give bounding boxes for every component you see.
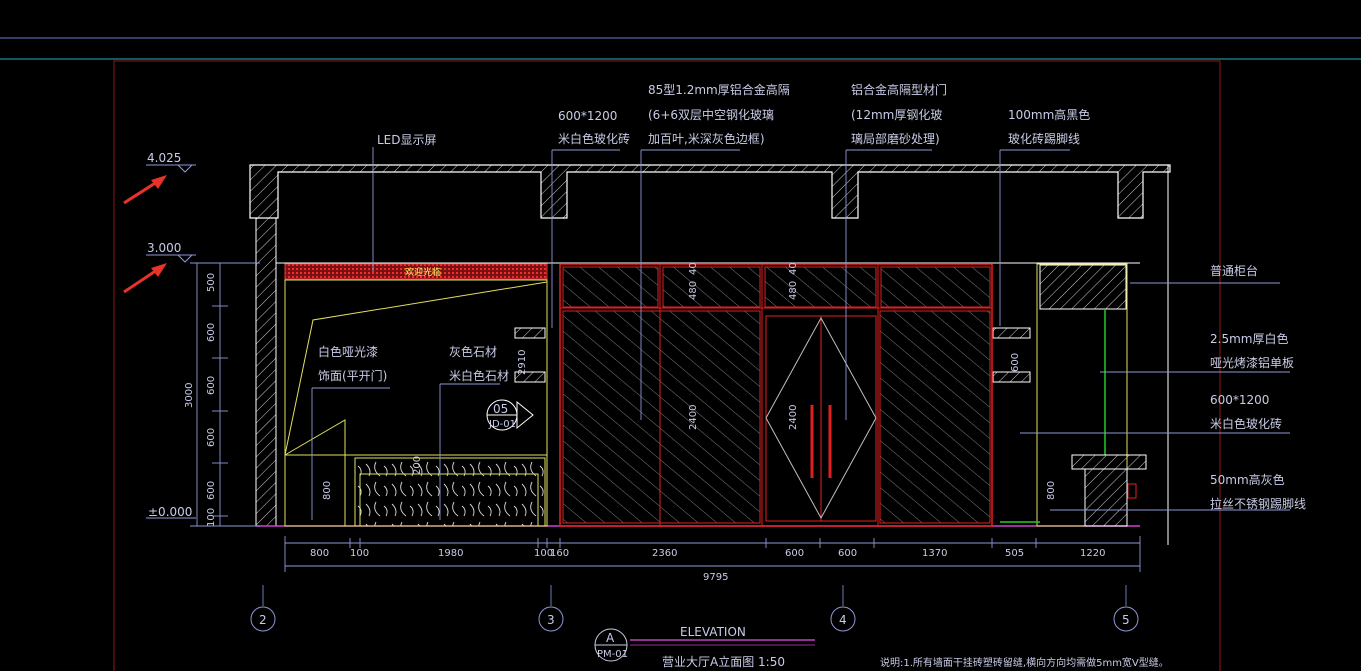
label-door-1: 铝合金高隔型材门: [851, 82, 947, 97]
label-tile-size-right: 600*1200: [1210, 393, 1269, 407]
level-marker-mid: 3.000: [146, 241, 196, 263]
dim-bottom-8: 1370: [922, 548, 947, 559]
section-number: 05: [493, 402, 508, 416]
dim-bottom-6: 600: [785, 548, 804, 559]
label-skirting-2: 玻化砖踢脚线: [1008, 131, 1080, 146]
title-symbol-code: PM-01: [597, 649, 628, 660]
window-guides: [0, 37, 1361, 60]
grid-axis-markers: 2 3 4 5: [250, 606, 1139, 632]
level-mid-label: 3.000: [147, 241, 181, 255]
label-skirting-right-2: 拉丝不锈钢踢脚线: [1210, 496, 1306, 511]
grid-axis-lines: [262, 585, 1127, 606]
label-led: LED显示屏: [377, 133, 437, 147]
dim-40a: 40: [688, 262, 699, 275]
dim-2910: 2910: [517, 350, 528, 375]
dim-left-1: 600: [206, 323, 217, 342]
dim-total: 9795: [703, 572, 728, 583]
arrow-icon: [123, 175, 167, 205]
label-tile-size: 600*1200: [558, 109, 617, 123]
dim-bottom-9: 505: [1005, 548, 1024, 559]
dim-200: 200: [412, 456, 423, 475]
label-stone-2: 米白色石材: [449, 368, 509, 383]
bracket-block: [514, 371, 546, 383]
label-tile-material-right: 米白色玻化砖: [1210, 416, 1282, 431]
drawing-frame: [113, 60, 1221, 671]
axis-label-2: 2: [259, 613, 267, 627]
left-dimension-chain: [190, 262, 260, 527]
dim-left-5: 100: [206, 508, 217, 527]
dim-bottom-4: 160: [550, 548, 569, 559]
paint-wall: [284, 279, 548, 527]
arrow-icon: [123, 263, 167, 294]
title-block: A PM-01 ELEVATION 营业大厅A立面图 1:50 说明:1.所有墙…: [594, 625, 1169, 669]
label-partition-2: (6+6双层中空钢化玻璃: [648, 107, 774, 122]
reception-counter: [354, 457, 546, 527]
label-partition-1: 85型1.2mm厚铝合金高隔: [648, 82, 790, 97]
label-panel-2: 哑光烤漆铝单板: [1210, 355, 1294, 370]
bottom-dimension-labels: 800 100 1980 100 160 2360 600 600 1370 5…: [310, 548, 1105, 583]
level-base-label: ±0.000: [148, 505, 192, 519]
led-screen: 欢迎光临: [284, 263, 548, 280]
axis-label-5: 5: [1122, 613, 1130, 627]
dim-800a: 800: [322, 481, 333, 500]
title-name: 营业大厅A立面图 1:50: [662, 654, 785, 669]
right-cabinet: [1000, 263, 1147, 527]
label-paint-1: 白色哑光漆: [318, 344, 378, 359]
label-stone-1: 灰色石材: [449, 345, 497, 359]
dim-800b: 800: [1046, 481, 1057, 500]
section-ref: JD-01: [488, 419, 516, 430]
ceiling-slab: [249, 164, 1171, 219]
dim-480a: 480: [688, 281, 699, 300]
left-dimension-labels: 500 600 600 600 600 100 3000: [184, 273, 217, 527]
title-elevation: ELEVATION: [680, 625, 746, 639]
level-marker-top: 4.025: [146, 151, 196, 173]
title-remark: 说明:1.所有墙面干挂砖塑砖留缝,横向方向均需做5mm宽V型缝。: [880, 656, 1169, 669]
led-panel-text: 欢迎光临: [405, 266, 441, 278]
label-tile-material: 米白色玻化砖: [558, 131, 630, 146]
level-marker-base: ±0.000: [146, 505, 196, 519]
label-panel-1: 2.5mm厚白色: [1210, 331, 1288, 346]
dim-bottom-10: 1220: [1080, 548, 1105, 559]
dim-bottom-3: 100: [534, 548, 553, 559]
dim-480b: 480: [788, 281, 799, 300]
dim-bottom-2: 1980: [438, 548, 463, 559]
label-door-3: 璃局部磨砂处理): [851, 131, 940, 146]
dim-bottom-0: 800: [310, 548, 329, 559]
dim-40b: 40: [788, 262, 799, 275]
dim-2400b: 2400: [788, 405, 799, 430]
bracket-block: [992, 371, 1031, 383]
dim-left-4: 600: [206, 481, 217, 500]
axis-label-3: 3: [547, 613, 555, 627]
glass-partition: [559, 263, 993, 527]
title-symbol-letter: A: [606, 631, 615, 645]
bracket-block: [992, 327, 1031, 339]
dim-bottom-7: 600: [838, 548, 857, 559]
left-wall: [255, 217, 277, 527]
label-skirting-1: 100mm高黑色: [1008, 107, 1090, 122]
label-paint-2: 饰面(平开门): [318, 368, 387, 383]
inner-dimension-labels: 2910 800 200 40 480 2400 40 480 2400 600…: [322, 262, 1057, 500]
label-skirting-right-1: 50mm高灰色: [1210, 472, 1285, 487]
bottom-dimension-chain: [284, 536, 1141, 572]
dim-2400a: 2400: [688, 405, 699, 430]
dim-left-3: 600: [206, 428, 217, 447]
dim-left-total: 3000: [184, 383, 195, 408]
dim-bottom-5: 2360: [652, 548, 677, 559]
leaders: [311, 147, 1290, 520]
dim-600: 600: [1010, 353, 1021, 372]
section-callout: 05 JD-01: [486, 399, 534, 431]
axis-label-4: 4: [839, 613, 847, 627]
dim-left-0: 500: [206, 273, 217, 292]
dim-bottom-1: 100: [350, 548, 369, 559]
level-top-label: 4.025: [147, 151, 181, 165]
label-partition-3: 加百叶,米深灰色边框): [648, 132, 765, 146]
label-counter: 普通柜台: [1210, 263, 1258, 278]
label-door-2: (12mm厚钢化玻: [851, 108, 942, 122]
dim-left-2: 600: [206, 376, 217, 395]
bracket-block: [514, 327, 546, 339]
glass-door: [765, 315, 877, 522]
